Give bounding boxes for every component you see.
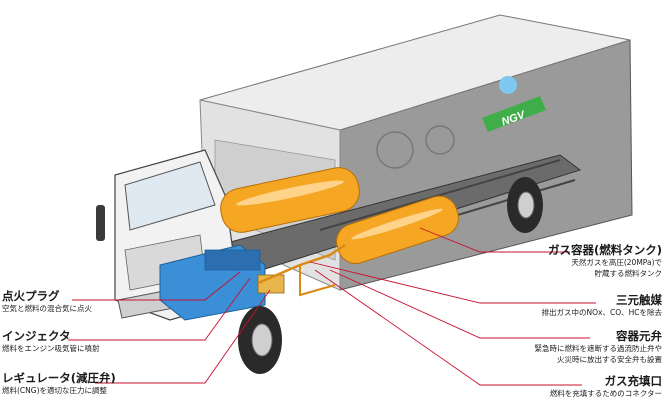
leader-injector: [68, 277, 251, 341]
gas-tank-lower-highlight: [351, 208, 443, 240]
leader-gas-tank: [419, 227, 570, 253]
callout-fill-port-desc: 燃料を充填するためのコネクター: [549, 389, 662, 398]
front-wheel-hub: [251, 323, 273, 357]
engine-top: [204, 249, 261, 271]
callout-fill-port-title: ガス充填口: [604, 374, 663, 388]
leader-regulator: [95, 289, 271, 384]
callout-spark-plug-desc: 空気と燃料の混合気に点火: [2, 304, 92, 313]
gas-pipe: [299, 265, 336, 297]
gas-pipe: [257, 243, 346, 285]
leader-lines: [68, 227, 596, 386]
callout-injector-desc: 燃料をエンジン吸気管に噴射: [2, 344, 100, 353]
gas-tank-upper-highlight: [236, 180, 344, 206]
callout-catalyst-title: 三元触媒: [616, 293, 662, 307]
callout-gas-tank-desc-2: 貯蔵する燃料タンク: [594, 269, 663, 278]
ngv-badge-circle: [499, 76, 517, 94]
callout-spark-plug: 点火プラグ 空気と燃料の混合気に点火: [2, 289, 92, 314]
callout-main-valve: 容器元弁 緊急時に燃料を遮断する過流防止弁や 火災時に放出する安全弁も設置: [535, 329, 663, 365]
callout-main-valve-desc-2: 火災時に放出する安全弁も設置: [557, 355, 662, 364]
rear-wheel-hub: [517, 191, 535, 219]
interior-ring: [425, 125, 455, 155]
chassis-rail: [319, 159, 561, 231]
leader-fill-port: [314, 269, 582, 386]
leader-spark-plug: [72, 271, 241, 301]
ngv-badge-band: [482, 96, 546, 132]
leader-catalyst: [309, 261, 596, 304]
callout-regulator: レギュレータ(減圧弁) 燃料(CNG)を適切な圧力に調整: [2, 371, 116, 396]
cab-windshield: [124, 161, 216, 231]
callout-gas-tank-desc-1: 天然ガスを高圧(20MPa)で: [571, 258, 662, 267]
callout-regulator-desc: 燃料(CNG)を適切な圧力に調整: [2, 386, 108, 395]
rear-wheel: [507, 177, 543, 233]
leader-main-valve: [329, 269, 590, 339]
interior-ring: [376, 131, 414, 169]
callout-catalyst: 三元触媒 排出ガス中のNOx、CO、HCを除去: [542, 293, 662, 318]
side-mirror: [96, 205, 105, 241]
gas-tank-upper: [220, 167, 360, 233]
callout-gas-tank: ガス容器(燃料タンク) 天然ガスを高圧(20MPa)で 貯蔵する燃料タンク: [548, 243, 662, 279]
callout-regulator-title: レギュレータ(減圧弁): [2, 371, 116, 385]
callout-spark-plug-title: 点火プラグ: [2, 289, 60, 303]
callout-main-valve-title: 容器元弁: [616, 329, 662, 343]
callout-gas-tank-title: ガス容器(燃料タンク): [547, 243, 662, 257]
callout-fill-port: ガス充填口 燃料を充填するためのコネクター: [550, 374, 662, 399]
callout-injector-title: インジェクタ: [2, 329, 71, 343]
callout-main-valve-desc-1: 緊急時に燃料を遮断する過流防止弁や: [534, 344, 663, 353]
callout-catalyst-desc: 排出ガス中のNOx、CO、HCを除去: [541, 308, 662, 317]
front-wheel: [238, 306, 282, 374]
callout-injector: インジェクタ 燃料をエンジン吸気管に噴射: [2, 329, 100, 354]
